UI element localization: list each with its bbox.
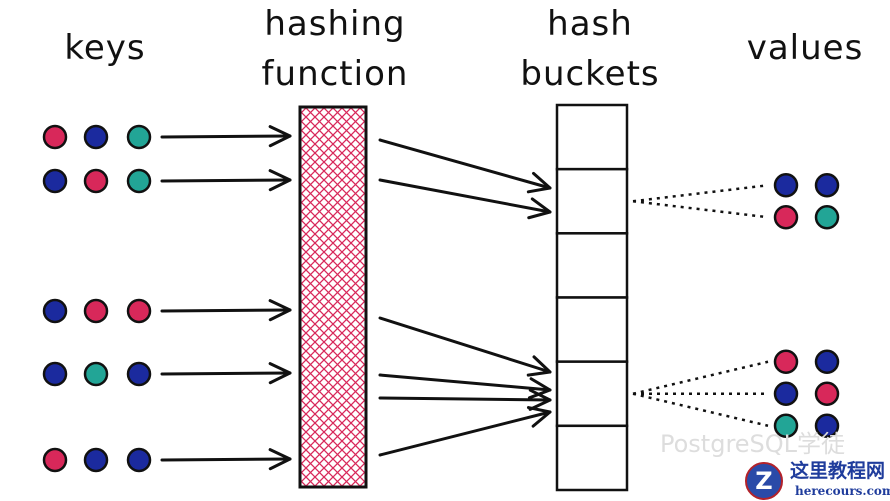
value-dotted-line <box>632 392 769 427</box>
watermark-site-name: 这里教程网 <box>790 460 886 482</box>
values-label: values <box>746 28 864 68</box>
key-dot-teal <box>126 168 152 194</box>
key-arrow-head <box>268 169 292 192</box>
key-dot-teal <box>83 361 109 387</box>
watermark-text: PostgreSQL学徒 <box>660 430 846 458</box>
key-dot-blue <box>42 168 68 194</box>
hash-arrow <box>378 410 552 457</box>
keys-label: keys <box>64 28 146 68</box>
key-dot-red <box>83 168 109 194</box>
value-dot-red <box>814 381 840 406</box>
hash-bucket <box>555 360 629 428</box>
value-dot-red <box>773 349 799 374</box>
hash-arrow-head <box>528 388 552 411</box>
key-dot-teal <box>126 124 152 150</box>
hash-arrow-head <box>526 406 552 428</box>
key-dot-red <box>83 298 109 324</box>
hash-bucket <box>555 167 629 235</box>
watermark-logo: Z <box>745 462 783 500</box>
key-arrow-head <box>268 299 292 322</box>
key-arrow <box>160 178 292 183</box>
hash-arrow-head <box>526 355 552 377</box>
hashing-function-box <box>298 105 368 489</box>
key-dot-blue <box>42 298 68 324</box>
value-dot-blue <box>773 381 799 406</box>
value-dot-teal <box>773 413 799 438</box>
key-dot-blue <box>83 124 109 150</box>
key-arrow <box>160 308 292 313</box>
hashing-label: hashing <box>264 4 406 44</box>
key-dot-blue <box>126 447 152 473</box>
key-arrow-head <box>268 448 292 471</box>
value-dotted-line <box>632 200 769 219</box>
value-dotted-line <box>632 184 769 203</box>
value-dotted-line <box>632 360 769 395</box>
function-label: function <box>261 54 409 94</box>
key-dot-blue <box>42 361 68 387</box>
hash-arrow <box>378 178 552 214</box>
value-dot-blue <box>814 173 840 198</box>
hash-arrow <box>378 373 552 392</box>
hash-bucket <box>555 296 629 363</box>
key-dot-red <box>42 447 68 473</box>
key-arrow-head <box>268 125 292 148</box>
value-dot-red <box>773 205 799 230</box>
hash-arrow <box>378 316 552 374</box>
hash-label: hash <box>547 4 633 44</box>
value-dot-blue <box>814 413 840 438</box>
key-dot-blue <box>83 447 109 473</box>
key-dot-red <box>42 124 68 150</box>
hash-arrow-head <box>526 171 552 194</box>
key-dot-red <box>126 298 152 324</box>
buckets-label: buckets <box>520 54 660 94</box>
hash-bucket <box>555 103 629 171</box>
hash-arrow <box>378 138 552 190</box>
key-dot-blue <box>126 361 152 387</box>
hash-bucket <box>555 232 629 299</box>
watermark-site-url: herecours.com <box>795 484 890 498</box>
hash-arrow-head <box>527 377 552 400</box>
value-dot-blue <box>773 173 799 198</box>
value-dot-teal <box>814 205 840 230</box>
key-arrow <box>160 457 292 462</box>
key-arrow <box>160 134 292 139</box>
key-arrow <box>160 371 292 376</box>
hash-bucket <box>555 424 629 492</box>
hash-arrow <box>378 396 552 402</box>
key-arrow-head <box>268 362 292 385</box>
hash-arrow-head <box>527 197 552 220</box>
value-dot-blue <box>814 349 840 374</box>
